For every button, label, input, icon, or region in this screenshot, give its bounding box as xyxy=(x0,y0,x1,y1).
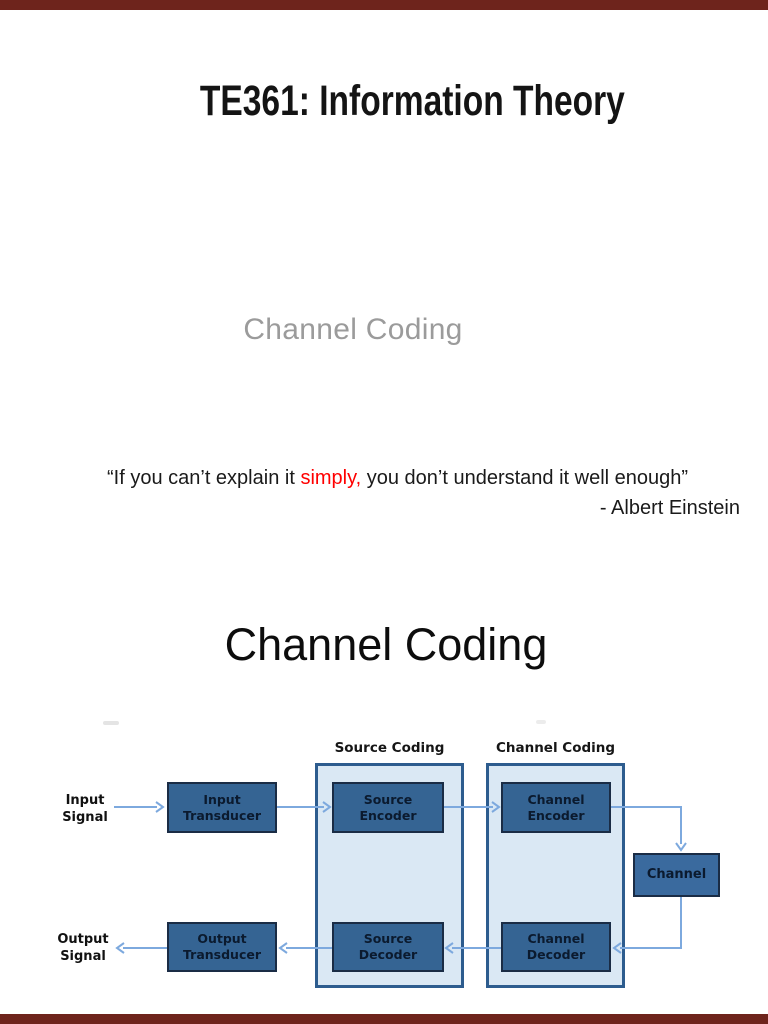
viewer-background-strip-bottom xyxy=(0,1014,768,1024)
scan-smudge xyxy=(103,721,119,725)
block-line: Input xyxy=(203,791,241,807)
slide2-title: Channel Coding xyxy=(224,619,548,670)
scan-smudge xyxy=(536,720,546,724)
block-line: Channel xyxy=(527,931,585,946)
channel-block: Channel xyxy=(633,853,720,897)
source-encoder-block: Source Encoder xyxy=(332,782,444,833)
input-signal-line1: Input xyxy=(65,793,105,808)
arrow-transducer-to-source-encoder xyxy=(277,801,332,813)
arrow-decoder-to-transducer xyxy=(278,942,332,954)
input-signal-line2: Signal xyxy=(62,810,108,825)
input-transducer-block: Input Transducer xyxy=(167,782,277,833)
einstein-quote: “If you can’t explain it simply, you don… xyxy=(107,465,688,491)
arrow-encoder-to-channel xyxy=(611,806,687,852)
slide-subtitle: Channel Coding xyxy=(243,313,463,346)
block-line: Transducer xyxy=(183,947,261,962)
course-title: TE361: Information Theory xyxy=(140,77,680,125)
output-transducer-block: Output Transducer xyxy=(167,922,277,972)
channel-decoder-block: Channel Decoder xyxy=(501,922,611,972)
quote-suffix: you don’t understand it well enough” xyxy=(361,467,689,489)
course-title-text: TE361: Information Theory xyxy=(199,77,625,125)
quote-attribution: - Albert Einstein xyxy=(599,497,740,519)
block-line: Source xyxy=(363,791,413,807)
output-signal-line2: Signal xyxy=(60,949,106,964)
arrow-channel-to-source-decoder xyxy=(444,942,501,954)
channel-encoder-block: Channel Encoder xyxy=(501,782,611,833)
block-line: Decoder xyxy=(358,947,418,962)
block-line: Source xyxy=(363,931,413,946)
block-line: Output xyxy=(197,931,247,946)
block-line: Channel xyxy=(646,867,707,882)
channel-coding-label: Channel Coding xyxy=(495,740,616,756)
viewer-background-strip-top xyxy=(0,0,768,10)
output-signal-line1: Output xyxy=(57,932,109,947)
output-signal-label: Output Signal xyxy=(56,931,110,965)
flow-arrows xyxy=(114,801,687,954)
quote-prefix: “If you can’t explain it xyxy=(107,467,301,489)
quote-highlight: simply, xyxy=(300,467,362,489)
arrow-input-to-transducer xyxy=(114,801,165,813)
arrow-transducer-to-output xyxy=(115,942,167,954)
block-line: Encoder xyxy=(527,807,585,823)
arrow-source-to-channel-encoder xyxy=(444,801,501,813)
source-coding-label: Source Coding xyxy=(334,740,445,756)
block-line: Encoder xyxy=(359,807,417,823)
arrow-lines xyxy=(114,801,687,954)
source-decoder-block: Source Decoder xyxy=(332,922,444,972)
input-signal-label: Input Signal xyxy=(58,792,112,826)
block-line: Channel xyxy=(527,791,585,807)
arrow-channel-to-decoder xyxy=(612,897,682,954)
block-line: Decoder xyxy=(526,947,586,962)
block-line: Transducer xyxy=(183,807,261,823)
